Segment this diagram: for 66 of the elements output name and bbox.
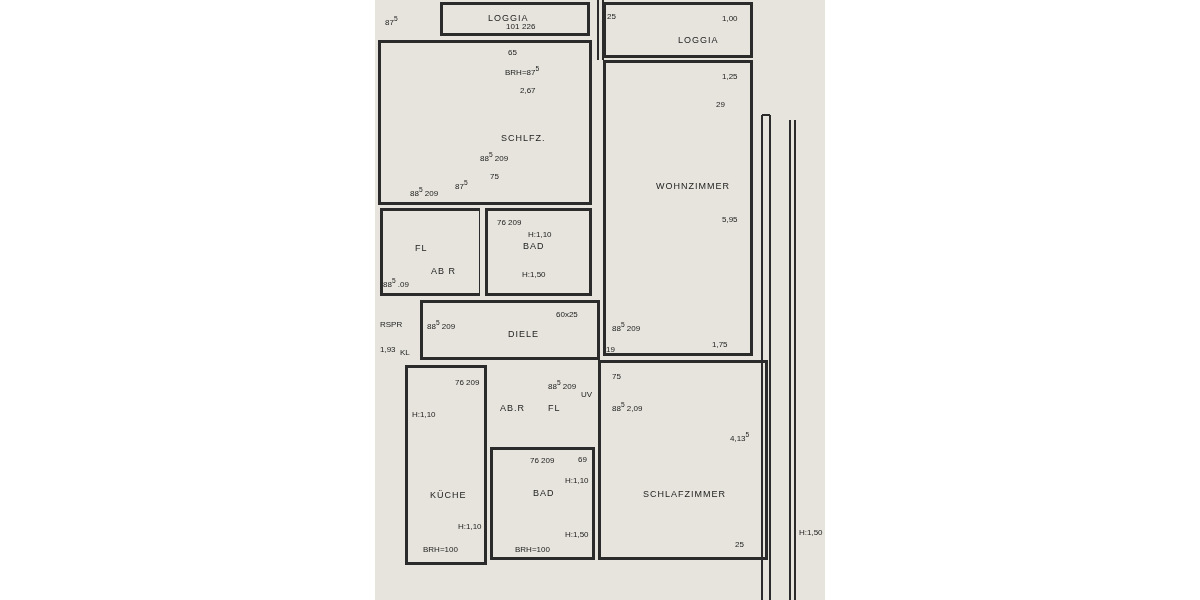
dimension-label: 2,67 xyxy=(520,86,536,95)
dimension-label: 29 xyxy=(716,100,725,109)
room-outline xyxy=(420,300,600,360)
dimension-label: 65 xyxy=(508,48,517,57)
dimension-label: KL xyxy=(400,348,410,357)
dimension-label: 60x25 xyxy=(556,310,578,319)
room-outline xyxy=(598,360,768,560)
room-label: LOGGIA xyxy=(488,13,529,23)
room-label: FL xyxy=(415,243,428,253)
room-label: KÜCHE xyxy=(430,490,467,500)
dimension-label: 88$^{5}$ 209 xyxy=(612,320,641,333)
height-note: H:1,10 xyxy=(458,522,482,531)
dimension-label: 19 xyxy=(606,345,615,354)
height-note: BRH=100 xyxy=(515,545,550,554)
height-note: H:1,10 xyxy=(412,410,436,419)
room-label: BAD xyxy=(523,241,545,251)
dimension-label: 226 xyxy=(522,22,536,31)
height-note: H:1,10 xyxy=(565,476,589,485)
dimension-label: 4,13$^{5}$ xyxy=(730,430,750,443)
dimension-label: 88$^{5}$ .09 xyxy=(383,276,409,289)
room-outline xyxy=(440,2,590,36)
dimension-label: 1,25 xyxy=(722,72,738,81)
room-label: AB.R xyxy=(500,403,525,413)
room-label: SCHLFZ. xyxy=(501,133,546,143)
room-outline xyxy=(490,447,595,560)
dimension-label: 87$^{5}$ xyxy=(455,178,468,191)
room-outline xyxy=(603,2,753,58)
dimension-label: RSPR xyxy=(380,320,403,329)
height-note: BRH=100 xyxy=(423,545,458,554)
dimension-label: 75 xyxy=(612,372,621,381)
dimension-label: 25 xyxy=(735,540,744,549)
dimension-label: 88$^{5}$ 2,09 xyxy=(612,400,643,413)
room-label: FL xyxy=(548,403,561,413)
dimension-label: 1,93 xyxy=(380,345,396,354)
height-note: H:1,50 xyxy=(565,530,589,539)
room-label: AB R xyxy=(431,266,456,276)
dimension-label: 5,95 xyxy=(722,215,738,224)
dimension-label: 25 xyxy=(607,12,616,21)
room-label: DIELE xyxy=(508,329,539,339)
dimension-label: 87$^{5}$ xyxy=(385,14,398,27)
room-label: BAD xyxy=(533,488,555,498)
room-label: SCHLAFZIMMER xyxy=(643,489,726,499)
height-note: H:1,10 xyxy=(528,230,552,239)
room-outline xyxy=(380,208,480,260)
room-outline xyxy=(380,260,480,296)
dimension-label: 88$^{5}$ 209 xyxy=(548,378,577,391)
room-label: WOHNZIMMER xyxy=(656,181,730,191)
dimension-label: 76 209 xyxy=(455,378,480,387)
dimension-label: 101 xyxy=(506,22,520,31)
room-outline xyxy=(485,208,592,296)
dimension-label: 69 xyxy=(578,455,587,464)
dimension-label: 88$^{5}$ 209 xyxy=(427,318,456,331)
dimension-label: 88$^{5}$ 209 xyxy=(410,185,439,198)
dimension-label: 76 209 xyxy=(530,456,555,465)
height-note: BRH=87$^{5}$ xyxy=(505,64,540,77)
dimension-label: 76 209 xyxy=(497,218,522,227)
height-note: H:1,50 xyxy=(522,270,546,279)
dimension-label: 88$^{5}$ 209 xyxy=(480,150,509,163)
height-note: H:1,50 xyxy=(799,528,823,537)
room-outline xyxy=(378,40,592,205)
room-label: LOGGIA xyxy=(678,35,719,45)
room-outline xyxy=(405,365,487,565)
dimension-label: 1,00 xyxy=(722,14,738,23)
room-outline xyxy=(603,60,753,356)
dimension-label: 1,75 xyxy=(712,340,728,349)
dimension-label: 75 xyxy=(490,172,499,181)
